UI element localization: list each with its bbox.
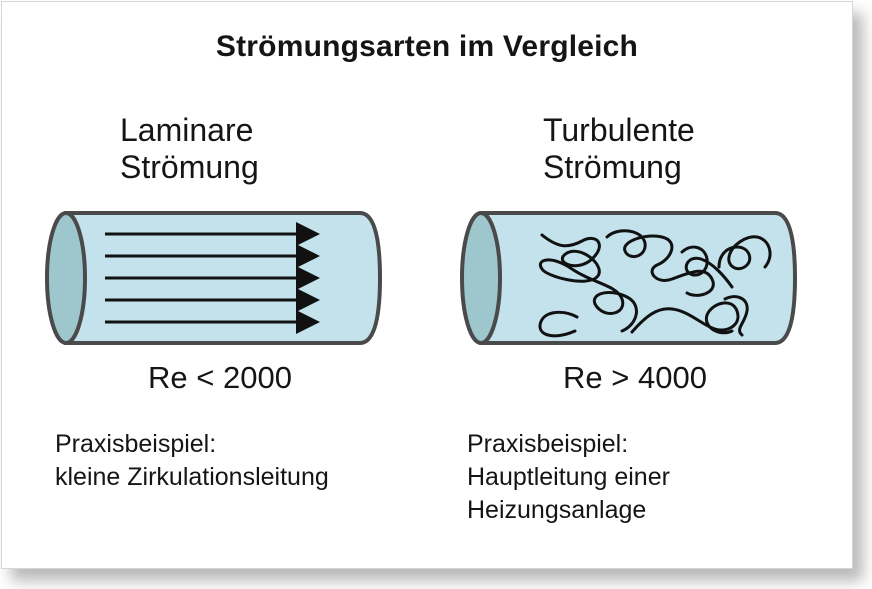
- turbulent-heading-line2: Strömung: [543, 149, 682, 185]
- turbulent-heading-line1: Turbulente: [543, 112, 695, 148]
- laminar-example-line1: kleine Zirkulationsleitung: [55, 463, 329, 491]
- laminar-reynolds-number: Re < 2000: [148, 360, 292, 395]
- laminar-example: Praxisbeispiel: kleine Zirkulationsleitu…: [55, 428, 329, 494]
- comparison-card: Strömungsarten im Vergleich Laminare Str…: [1, 1, 853, 569]
- turbulent-example-line2: Heizungsanlage: [467, 496, 647, 524]
- laminar-flow-pipe-icon: [45, 211, 383, 345]
- turbulent-flow-pipe-icon: [460, 211, 798, 345]
- laminar-heading-line2: Strömung: [120, 149, 259, 185]
- laminar-example-label: Praxisbeispiel:: [55, 430, 217, 458]
- turbulent-swirls: [538, 229, 772, 338]
- laminar-heading: Laminare Strömung: [120, 112, 259, 186]
- turbulent-example-line1: Hauptleitung einer: [467, 463, 670, 491]
- laminar-heading-line1: Laminare: [120, 112, 254, 148]
- turbulent-example: Praxisbeispiel: Hauptleitung einer Heizu…: [467, 428, 670, 527]
- page-title: Strömungsarten im Vergleich: [215, 30, 639, 63]
- turbulent-example-label: Praxisbeispiel:: [467, 430, 629, 458]
- turbulent-reynolds-number: Re > 4000: [563, 360, 707, 395]
- flow-arrows: [105, 222, 320, 334]
- turbulent-heading: Turbulente Strömung: [543, 112, 695, 186]
